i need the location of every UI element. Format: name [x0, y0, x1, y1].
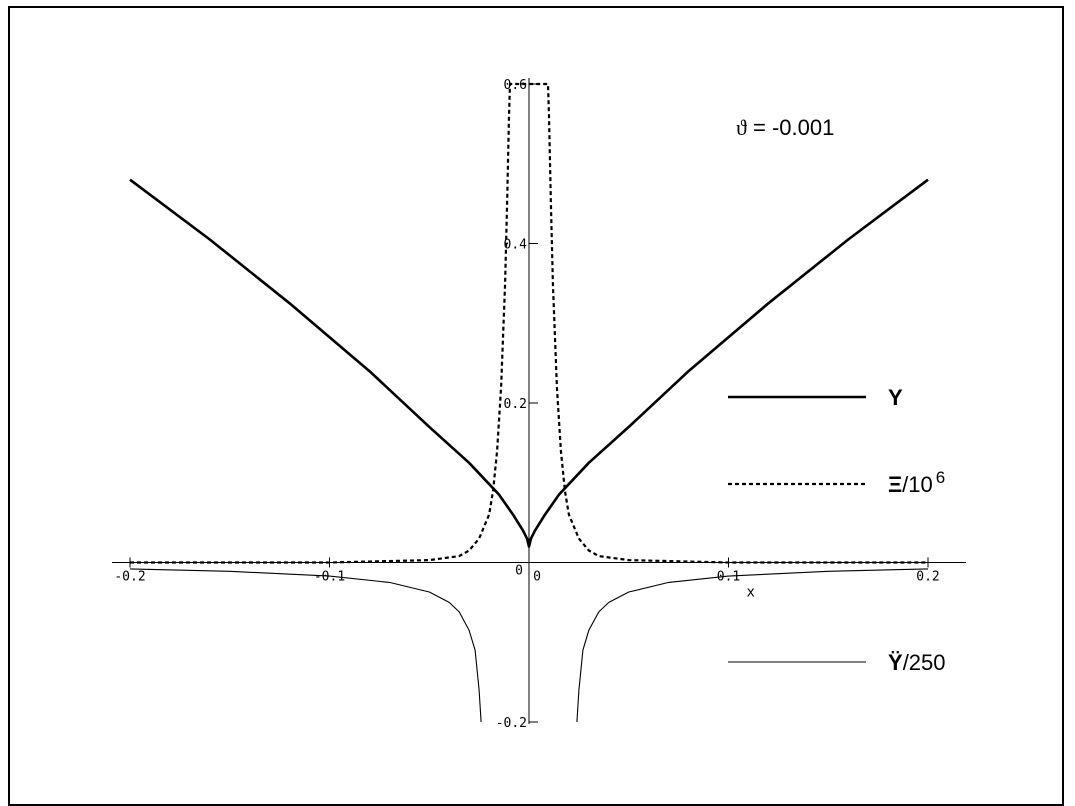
axes: -0.2 -0.1 0 0.1 0.2 -0.2 0.2 0.4 0.6	[112, 78, 966, 731]
series-line-2	[130, 82, 928, 564]
series-layer	[129, 82, 929, 723]
x-tick-label: -0.2	[114, 570, 145, 585]
origin-label: 0	[515, 564, 523, 579]
x-tick-label: 0.2	[916, 570, 939, 585]
series-line-3	[129, 568, 929, 723]
theta-symbol: ϑ	[736, 115, 747, 140]
legend-label-suffix: /10	[902, 472, 933, 497]
figure-frame	[8, 6, 1064, 806]
y-tick-label: 0.4	[504, 238, 528, 253]
y-tick-label: -0.2	[496, 716, 527, 731]
theta-value: = -0.001	[747, 115, 834, 140]
y-tick-label: 0.6	[504, 78, 527, 93]
legend-label-3: Ÿ/250	[888, 650, 946, 675]
legend-label-main: Ÿ	[888, 650, 903, 675]
legend-label-main: Ξ	[888, 472, 902, 497]
labels-layer: ϑ = -0.001 x 0	[515, 115, 834, 601]
legend-label-superscript: 6	[936, 468, 945, 487]
series-line-1	[129, 178, 929, 548]
x-axis-label: x	[747, 585, 755, 601]
x-tick-label: 0.1	[717, 570, 740, 585]
x-tick-label: 0	[533, 570, 541, 585]
legend-label-suffix: /250	[903, 650, 946, 675]
legend-label-1: Y	[888, 385, 903, 410]
legend-label-main: Y	[888, 385, 903, 410]
x-tick-label: -0.1	[314, 570, 345, 585]
theta-annotation: ϑ = -0.001	[736, 115, 834, 140]
y-tick-label: 0.2	[504, 397, 527, 412]
